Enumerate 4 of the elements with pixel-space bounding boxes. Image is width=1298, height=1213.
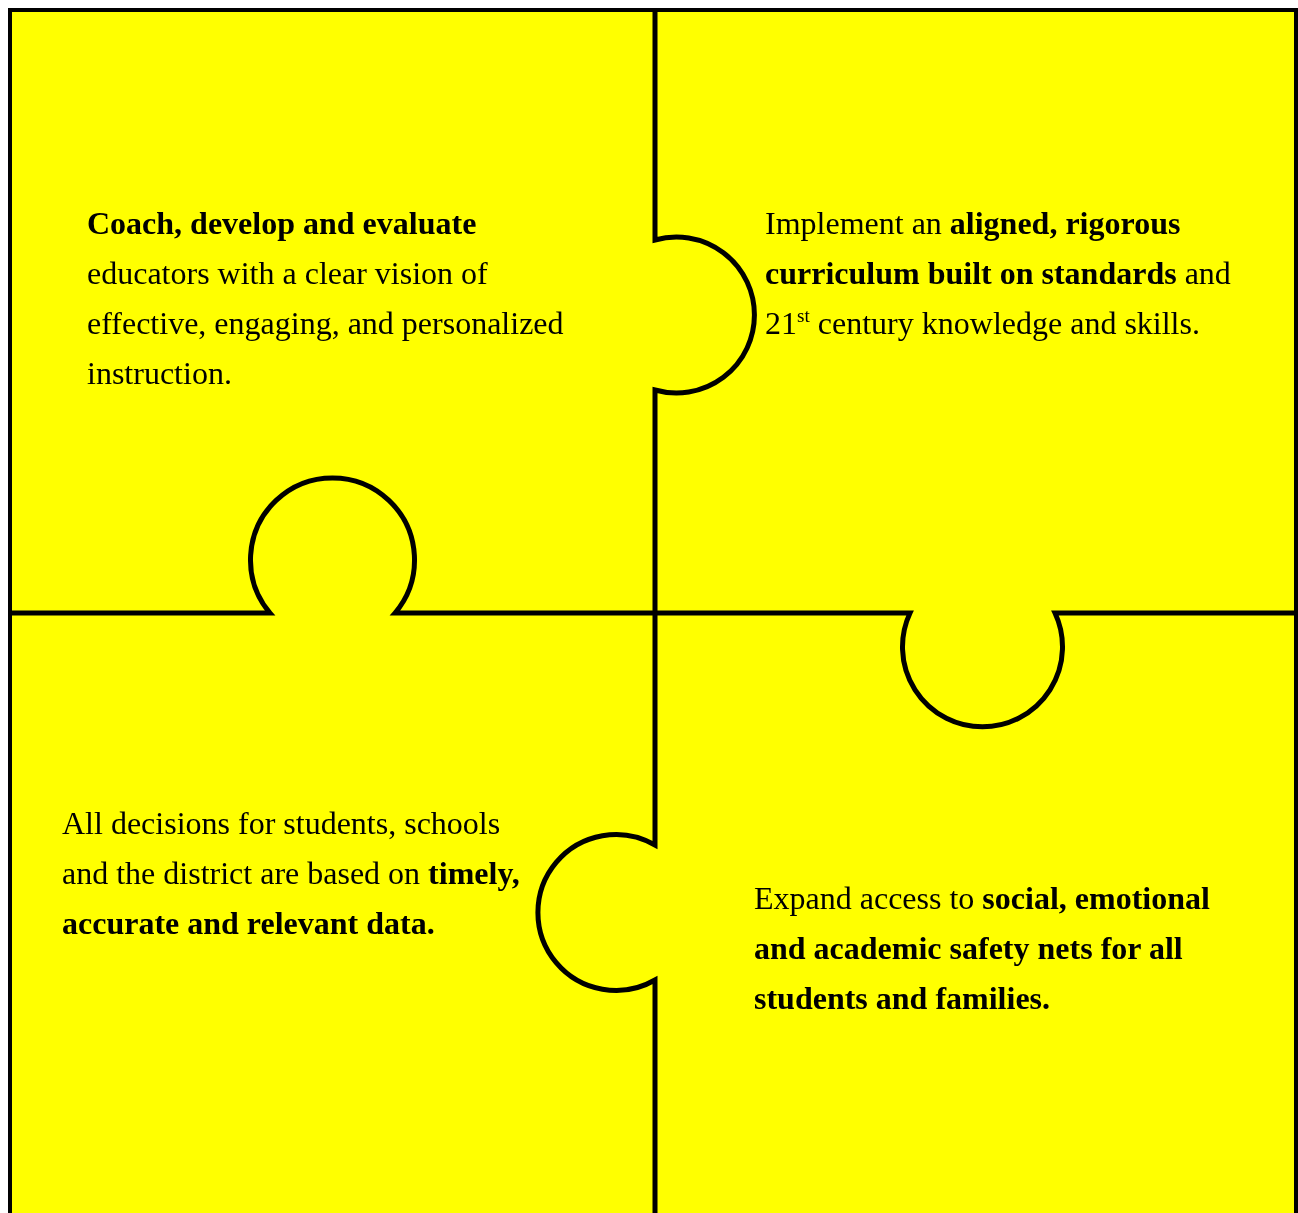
puzzle-text: Implement an aligned, rigorous curriculum built on standards and 21$^{st}$ century knowledge and skills. [765, 204, 1232, 343]
puzzle-text: All decisions for students, schools and the district are based on timely, accurate and relevant data. [62, 804, 521, 943]
puzzle-text: Expand access to social, emotional and academic safety nets for all students and families. [754, 879, 1211, 1018]
puzzle-text: Coach, develop and evaluate educators with a clear vision of effective, engaging, and personalized instruction. [87, 204, 565, 393]
